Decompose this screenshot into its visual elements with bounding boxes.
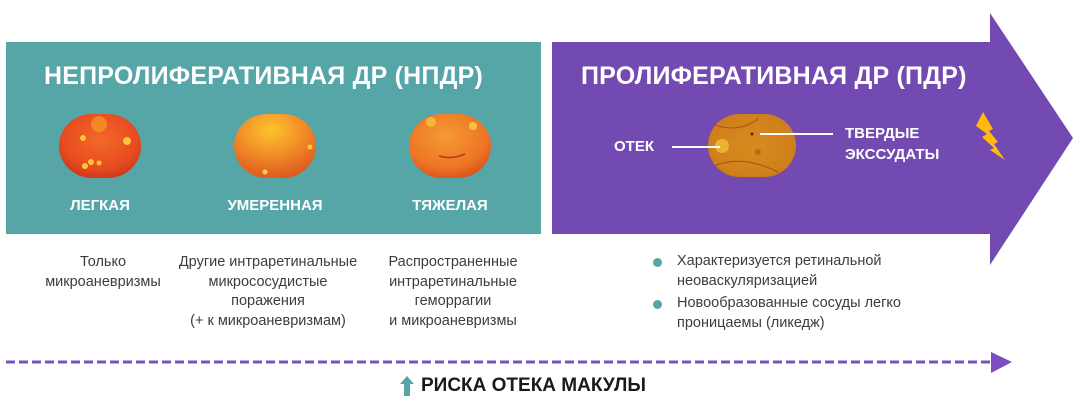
callout-edema-label: ОТЕК [614, 138, 654, 155]
fundus-image-moderate [234, 114, 316, 178]
callout-edema-line [672, 146, 720, 148]
bullet-dot-icon [653, 300, 662, 309]
stage-label-moderate: УМЕРЕННАЯ [227, 197, 323, 214]
fundus-image-severe [409, 114, 491, 178]
stage-description-moderate: Другие интраретинальные микрососудистые … [178, 254, 358, 329]
pdr-bullet-item: Новообразованные сосуды легко проницаемы… [651, 294, 901, 333]
pdr-bullet-list: Характеризуется ретинальной неоваскуляри… [651, 252, 901, 336]
timeline-dashed-arrow [6, 352, 1012, 373]
stage-description-severe: Распространенные интраретинальные геморр… [388, 254, 518, 329]
stage-description-mild: Только микроаневризмы [45, 254, 161, 290]
stage-label-severe: ТЯЖЕЛАЯ [412, 197, 488, 214]
callout-exudates-line [760, 133, 833, 135]
stage-label-mild: ЛЕГКАЯ [70, 197, 130, 214]
fundus-image-mild [59, 114, 141, 178]
fundus-image-proliferative [708, 114, 796, 177]
npdr-title: НЕПРОЛИФЕРАТИВНАЯ ДР (НПДР) [44, 62, 483, 90]
pdr-title: ПРОЛИФЕРАТИВНАЯ ДР (ПДР) [581, 62, 967, 90]
risk-label: РИСКА ОТЕКА МАКУЛЫ [400, 375, 646, 397]
pdr-bullet-item: Характеризуется ретинальной неоваскуляри… [651, 252, 901, 291]
bullet-dot-icon [653, 258, 662, 267]
lightning-icon [976, 112, 1005, 160]
arrow-up-icon [400, 376, 414, 396]
callout-exudates-label: ТВЕРДЫЕ ЭКССУДАТЫ [845, 125, 940, 163]
